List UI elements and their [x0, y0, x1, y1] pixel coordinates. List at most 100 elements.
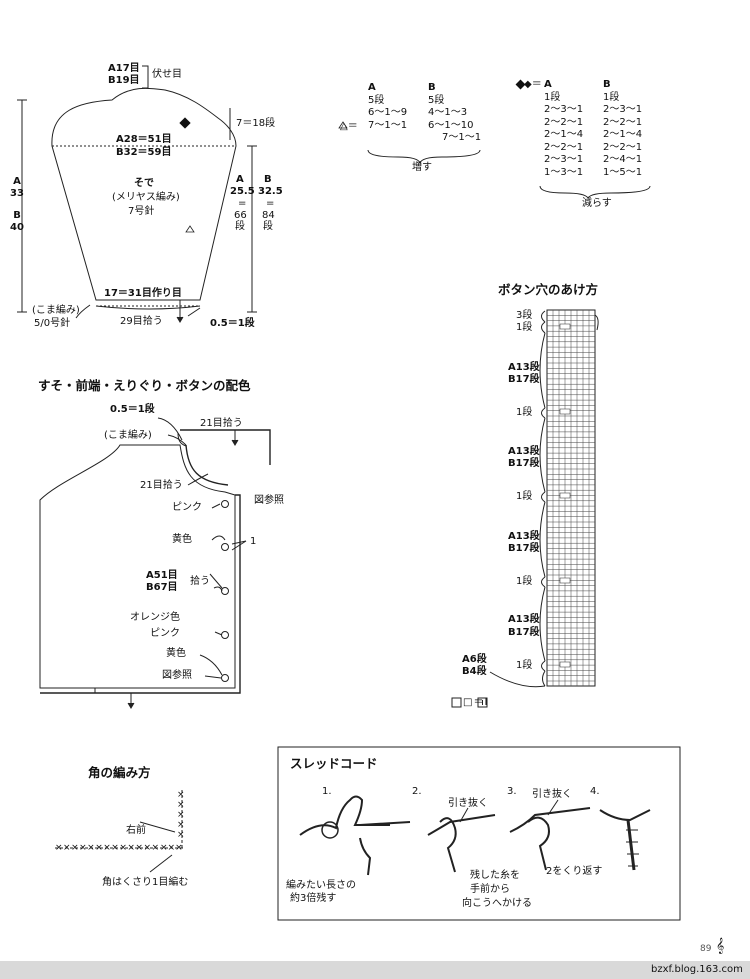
decrease-b-row: 2〜1〜4: [603, 129, 643, 140]
sleeve-right-a-label: A: [236, 174, 244, 185]
bh-label: B17段: [508, 627, 540, 638]
hem-koma: (こま編み): [104, 430, 152, 441]
sleeve-mid-b: B32＝59目: [116, 147, 172, 158]
sleeve-right-b-val: 32.5: [258, 186, 283, 197]
thread-step-4: 4.: [590, 786, 600, 797]
increase-mark-icon: [185, 225, 195, 233]
decrease-a-header: A: [544, 79, 552, 90]
bh-label: A13段: [508, 531, 540, 542]
thread-note-2-l2: 手前から: [470, 884, 510, 895]
corner-stitch-corner: ×××: [160, 843, 183, 853]
bh-legend: □＝I: [463, 697, 489, 708]
decrease-a-row: 2〜2〜1: [544, 116, 584, 128]
sleeve-koma: (こま編み): [32, 305, 80, 316]
page-number: 89: [700, 944, 712, 954]
sleeve-left-b-val: 40: [10, 222, 24, 233]
sleeve-subtitle: (メリヤス編み): [112, 192, 180, 203]
clef-icon: 𝄞: [716, 938, 725, 954]
buttonhole-mark: [559, 577, 571, 584]
thread-note-1-l1: 編みたい長さの: [286, 880, 356, 891]
hem-orange: オレンジ色: [130, 612, 180, 623]
decrease-col-a: A 1段 2〜3〜1 2〜2〜1 2〜1〜4 2〜2〜1 2〜3〜1 1〜3〜1: [544, 79, 583, 179]
decrease-a-row: 1段: [544, 91, 561, 103]
sleeve-mid-a: A28＝51目: [116, 134, 172, 145]
hem-pick-neck: 21目拾う: [140, 480, 183, 491]
decrease-b-row: 2〜4〜1: [603, 154, 643, 165]
corner-note: 角はくさり1目編む: [102, 877, 189, 888]
decrease-mark-icon: [179, 117, 191, 129]
hem-one: 1: [250, 536, 257, 547]
bh-label: A13段: [508, 614, 540, 625]
decrease-b-row: 2〜3〜1: [603, 104, 643, 115]
sleeve-right-a-eq: =: [238, 198, 247, 209]
decrease-b-row: 1〜5〜1: [603, 166, 643, 178]
increase-a-header: A: [368, 82, 376, 93]
decrease-a-row: 2〜3〜1: [544, 104, 584, 115]
bh-label: B17段: [508, 458, 540, 469]
watermark-bar: [0, 961, 750, 979]
buttonhole-title: ボタン穴のあけ方: [498, 282, 599, 297]
bh-label: A6段: [462, 654, 487, 665]
hem-pick-b: B67目: [146, 582, 178, 593]
hem-see-fig-bottom: 図参照: [162, 670, 192, 681]
thread-note-3: 2をくり返す: [546, 866, 603, 877]
buttonhole-mark: [559, 323, 571, 330]
body-outline: [39, 444, 236, 689]
thread-pull-1: 引き抜く: [448, 798, 488, 809]
increase-b-header: B: [428, 82, 436, 93]
sleeve-outline: [51, 87, 237, 301]
bh-label: 1段: [516, 407, 533, 418]
bh-label: 1段: [516, 491, 533, 502]
increase-b-row: 5段: [428, 94, 445, 106]
bh-label: B4段: [462, 666, 487, 677]
thread-step-2: 2.: [412, 786, 422, 797]
hem-pick-top: 21目拾う: [200, 418, 243, 429]
watermark: bzxf.blog.163.com: [651, 964, 743, 975]
sleeve-left-b-label: B: [13, 210, 21, 221]
thread-cord-title: スレッドコード: [290, 756, 378, 771]
thread-step-1: 1.: [322, 786, 332, 797]
decrease-b-row: 2〜2〜1: [603, 141, 643, 153]
thread-step-3: 3.: [507, 786, 517, 797]
increase-symbol: △＝: [340, 121, 358, 132]
buttonhole-mark: [559, 661, 571, 668]
increase-b-row: 7〜1〜1: [442, 132, 482, 143]
sleeve-right-a-val: 25.5: [230, 186, 255, 197]
bh-label: B17段: [508, 543, 540, 554]
hem-see-fig-top: 図参照: [254, 495, 284, 506]
hem-pink-1: ピンク: [172, 502, 202, 513]
hem-yellow-1: 黄色: [172, 534, 192, 545]
increase-a-row: 7〜1〜1: [368, 119, 408, 131]
thread-note-2-l1: 残した糸を: [470, 870, 520, 881]
corner-stitches-col: × × × × ×: [177, 790, 185, 840]
decrease-symbol: ◆＝: [524, 79, 542, 90]
decrease-a-row: 1〜3〜1: [544, 166, 584, 178]
sleeve-title: そで: [134, 178, 154, 189]
sleeve-top-b: B19目: [108, 75, 140, 86]
decrease-b-row: 1段: [603, 91, 620, 103]
bh-label: 1段: [516, 660, 533, 671]
bh-label: B17段: [508, 374, 540, 385]
decrease-col-b: B 1段 2〜3〜1 2〜2〜1 2〜1〜4 2〜2〜1 2〜4〜1 1〜5〜1: [603, 79, 642, 179]
bh-label: 3段: [516, 310, 533, 321]
decrease-b-header: B: [603, 79, 611, 90]
decrease-b-row: 2〜2〜1: [603, 116, 643, 128]
bh-label: 1段: [516, 576, 533, 587]
hem-pick-a: A51目: [146, 570, 178, 581]
sleeve-cast-on: 17＝31目作り目: [104, 288, 182, 299]
thread-note-2-l3: 向こうへかける: [462, 898, 532, 909]
thread-note-1-l2: 約3倍残す: [290, 893, 337, 904]
sleeve-hook: 5/0号針: [34, 318, 71, 329]
sleeve-right-a-rows: 66段: [234, 210, 247, 232]
sleeve-bind-off: 伏せ目: [152, 69, 182, 80]
hem-pink-2: ピンク: [150, 628, 180, 639]
increase-col-b: B 5段 4〜1〜3 6〜1〜10 7〜1〜1: [428, 82, 481, 145]
sleeve-needle: 7号針: [128, 206, 155, 217]
sleeve-right-b-rows: 84段: [262, 210, 275, 232]
increase-b-row: 6〜1〜10: [428, 119, 474, 131]
bh-label: 1段: [516, 322, 533, 333]
hem-title: すそ・前端・えりぐり・ボタンの配色: [38, 378, 251, 393]
bh-label: A13段: [508, 446, 540, 457]
increase-a-row: 5段: [368, 94, 385, 106]
